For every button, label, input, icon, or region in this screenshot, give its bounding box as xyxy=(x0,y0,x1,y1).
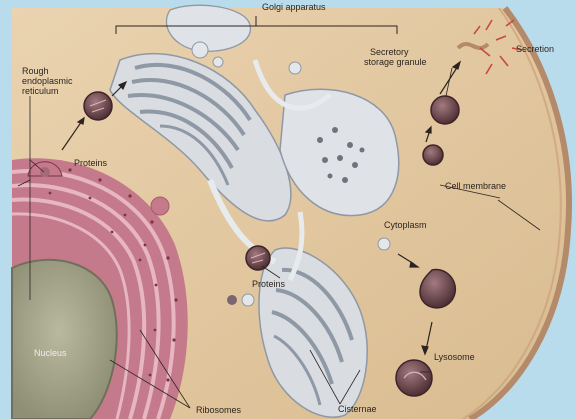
secretory-granule-large xyxy=(431,96,459,124)
label-secretory-line1: Secretory xyxy=(370,47,409,57)
label-proteins-left: Proteins xyxy=(74,158,107,168)
nucleus xyxy=(12,260,117,419)
label-rer-line1: Rough xyxy=(22,66,49,76)
lysosome xyxy=(396,360,432,396)
label-lysosome: Lysosome xyxy=(434,352,475,362)
label-cell-membrane: Cell membrane xyxy=(445,181,506,191)
label-rer-line2: endoplasmic xyxy=(22,76,73,86)
label-golgi-apparatus: Golgi apparatus xyxy=(262,2,326,12)
protein-vesicle-center xyxy=(246,246,270,270)
label-proteins-center: Proteins xyxy=(252,279,285,289)
label-nucleus: Nucleus xyxy=(34,348,67,358)
label-ribosomes: Ribosomes xyxy=(196,405,241,415)
secretory-granule-small xyxy=(423,145,443,165)
label-rer-line3: reticulum xyxy=(22,86,59,96)
label-cisternae: Cisternae xyxy=(338,404,377,414)
label-secretion: Secretion xyxy=(516,44,554,54)
protein-vesicle-left xyxy=(84,92,112,120)
label-secretory-line2: storage granule xyxy=(364,57,427,67)
label-cytoplasm: Cytoplasm xyxy=(384,220,427,230)
